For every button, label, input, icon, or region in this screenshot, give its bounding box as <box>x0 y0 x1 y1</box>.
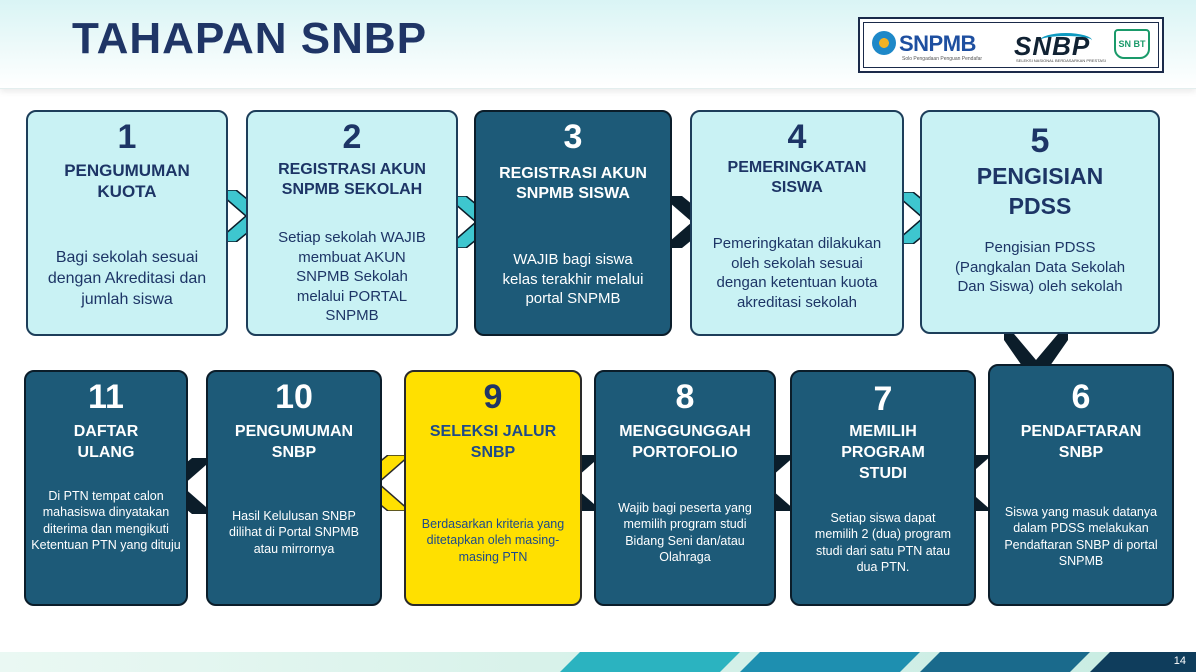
step-number: 3 <box>563 118 583 156</box>
step-card-8: 8 MENGGUNGGAH PORTOFOLIO Wajib bagi pese… <box>594 370 776 606</box>
logo-box: SNPMB Solo Pengadaan Penguan Pendafar SN… <box>858 17 1164 73</box>
step-title: PENGUMUMAN SNBP <box>234 423 354 461</box>
snpmb-logo: SNPMB Solo Pengadaan Penguan Pendafar <box>872 27 1000 65</box>
step-number: 9 <box>483 378 503 416</box>
step-title: PENGUMUMAN KUOTA <box>64 161 190 202</box>
snpmb-logo-text: SNPMB <box>899 31 976 56</box>
step-card-2: 2 REGISTRASI AKUN SNPMB SEKOLAH Setiap s… <box>246 110 458 336</box>
snbt-logo: SN BT <box>1112 27 1154 65</box>
step-card-9: 9 SELEKSI JALUR SNBP Berdasarkan kriteri… <box>404 370 582 606</box>
step-description: Wajib bagi peserta yang memilih program … <box>618 501 752 564</box>
page-title: TAHAPAN SNBP <box>72 14 428 63</box>
step-title: MENGGUNGGAH PORTOFOLIO <box>619 423 751 461</box>
footer-bar: 14 <box>0 652 1196 672</box>
step-title: PEMERINGKATAN SISWA <box>727 159 867 196</box>
step-card-1: 1 PENGUMUMAN KUOTA Bagi sekolah sesuai d… <box>26 110 228 336</box>
step-number: 4 <box>787 118 807 156</box>
snbt-shield-icon: SN BT <box>1114 29 1150 59</box>
step-number: 1 <box>117 118 137 156</box>
step-description: Setiap siswa dapat memilih 2 (dua) progr… <box>814 511 952 574</box>
step-description: Pemeringkatan dilakukan oleh sekolah ses… <box>712 235 882 311</box>
step-title: REGISTRASI AKUN SNPMB SISWA <box>499 165 647 202</box>
step-title: SELEKSI JALUR SNBP <box>429 423 557 461</box>
snbp-logo: SNBP SELEKSI NASIONAL BERDASARKAN PRESTA… <box>1012 27 1106 65</box>
step-description: Pengisian PDSS (Pangkalan Data Sekolah D… <box>954 239 1126 295</box>
step-description: Bagi sekolah sesuai dengan Akreditasi da… <box>47 249 207 308</box>
step-card-10: 10 PENGUMUMAN SNBP Hasil Kelulusan SNBP … <box>206 370 382 606</box>
step-title: MEMILIH PROGRAM STUDI <box>841 423 925 482</box>
step-number: 5 <box>1030 122 1050 160</box>
snbp-logo-text: SNBP <box>1014 31 1091 61</box>
step-title: PENDAFTARAN SNBP <box>1020 423 1142 461</box>
step-title: REGISTRASI AKUN SNPMB SEKOLAH <box>278 161 426 198</box>
step-number: 8 <box>675 378 695 416</box>
step-card-5: 5 PENGISIAN PDSS Pengisian PDSS (Pangkal… <box>920 110 1160 334</box>
page-number: 14 <box>1173 655 1186 667</box>
step-number: 2 <box>342 118 362 156</box>
snpmb-logo-tagline: Solo Pengadaan Penguan Pendafar <box>902 56 983 62</box>
footer-decoration <box>560 652 1196 672</box>
step-description: Di PTN tempat calon mahasiswa dinyatakan… <box>31 489 181 552</box>
snbp-swoosh-icon <box>1040 33 1092 48</box>
step-description: WAJIB bagi siswa kelas terakhir melalui … <box>502 251 644 307</box>
step-description: Berdasarkan kriteria yang ditetapkan ole… <box>421 517 565 564</box>
step-number: 6 <box>1071 378 1091 416</box>
step-number: 7 <box>873 380 893 418</box>
header-banner: TAHAPAN SNBP SNPMB Solo Pengadaan Pengua… <box>0 0 1196 89</box>
snbp-logo-tagline: SELEKSI NASIONAL BERDASARKAN PRESTASI <box>1016 58 1106 63</box>
step-card-11: 11 DAFTAR ULANG Di PTN tempat calon maha… <box>24 370 188 606</box>
step-description: Siswa yang masuk datanya dalam PDSS mela… <box>1004 505 1158 568</box>
step-number: 10 <box>275 378 313 416</box>
step-description: Hasil Kelulusan SNBP dilihat di Portal S… <box>229 509 359 556</box>
step-title: PENGISIAN PDSS <box>976 163 1104 219</box>
step-description: Setiap sekolah WAJIB membuat AKUN SNPMB … <box>278 229 426 324</box>
step-card-4: 4 PEMERINGKATAN SISWA Pemeringkatan dila… <box>690 110 904 336</box>
step-card-3: 3 REGISTRASI AKUN SNPMB SISWA WAJIB bagi… <box>474 110 672 336</box>
snpmb-emblem-icon <box>872 31 896 55</box>
step-number: 11 <box>88 378 124 416</box>
step-card-6: 6 PENDAFTARAN SNBP Siswa yang masuk data… <box>988 364 1174 606</box>
step-card-7: 7 MEMILIH PROGRAM STUDI Setiap siswa dap… <box>790 370 976 606</box>
step-title: DAFTAR ULANG <box>73 423 139 461</box>
